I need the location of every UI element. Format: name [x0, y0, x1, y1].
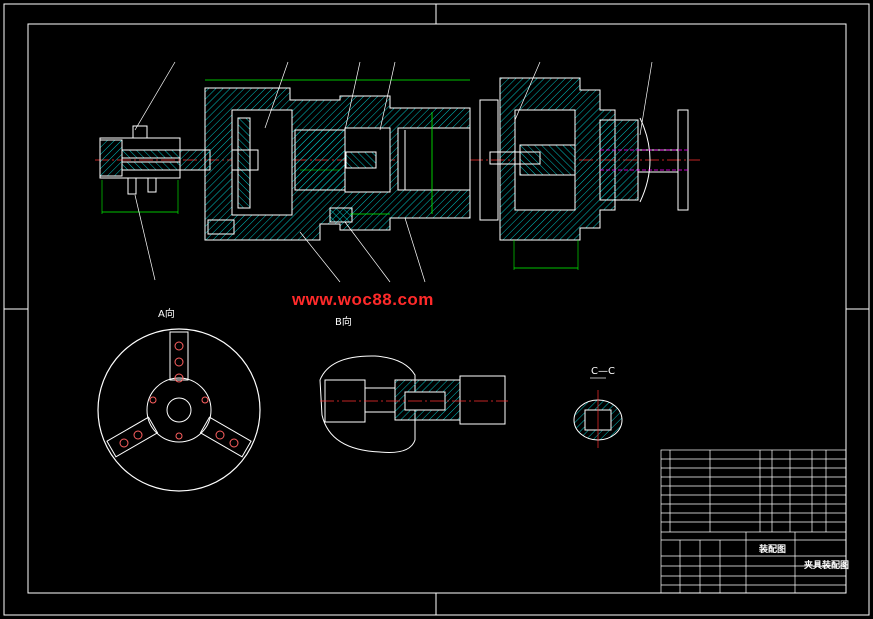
parts-list-rows — [661, 450, 846, 533]
part-leaders — [134, 61, 653, 283]
b-view-label: B向 — [335, 317, 352, 328]
watermark-text: www.woc88.com — [292, 290, 434, 309]
title-block — [660, 449, 847, 594]
drawing-title: 夹具装配图 — [804, 561, 850, 571]
b-view — [319, 355, 508, 453]
drawing-type-label: 装配图 — [759, 545, 787, 555]
main-section-view — [95, 61, 700, 283]
spindle-adapter — [479, 77, 690, 270]
drawing-frame — [3, 3, 870, 616]
left-screw-part — [99, 125, 211, 214]
cc-section — [573, 377, 623, 448]
a-view-chuck-face — [97, 328, 261, 492]
a-view-label: A向 — [158, 309, 175, 320]
cc-section-label: C—C — [591, 366, 615, 377]
chuck-body — [204, 79, 471, 241]
